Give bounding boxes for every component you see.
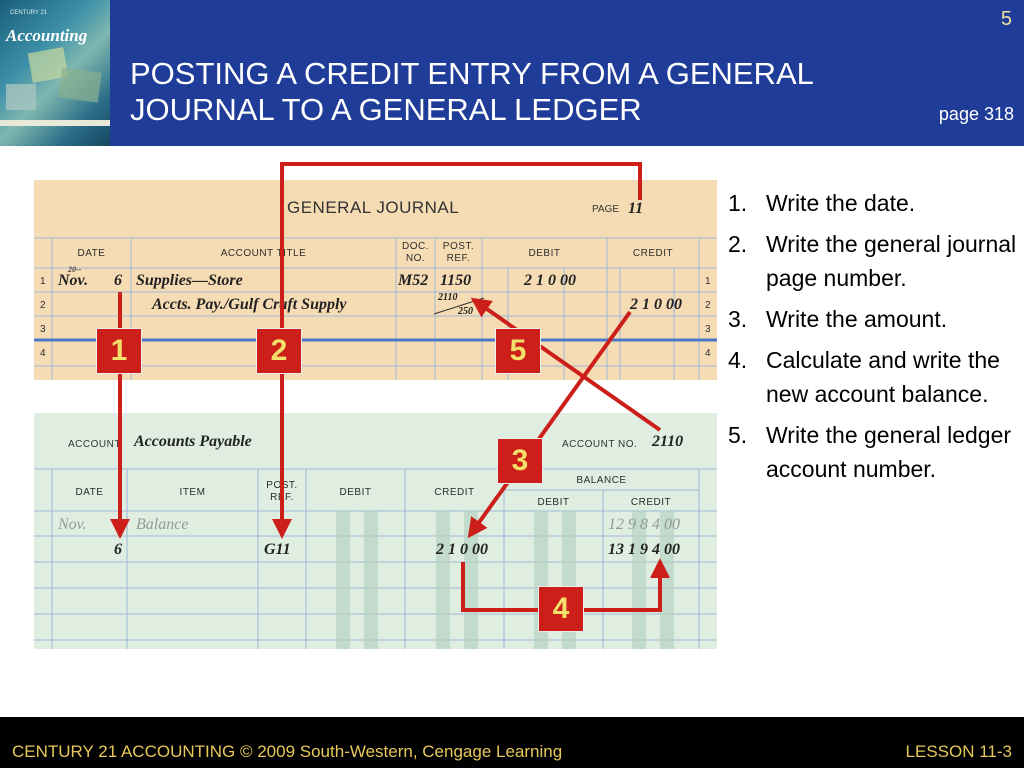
column-header-debit: DEBIT (528, 248, 561, 259)
slide-number: 5 (1000, 8, 1012, 30)
posting-steps-list: 1. Write the date. 2. Write the general jo… (728, 186, 1018, 493)
ledger-credit-amount: 2 1 0 00 (436, 541, 488, 558)
row-number: 4 (704, 348, 712, 359)
column-header-doc-no: DOC. NO. (402, 241, 429, 264)
ledger-column-header-post-ref: POST. REF. (266, 480, 298, 503)
step-text: Calculate and write the new account bala… (766, 347, 1000, 407)
footer-lesson: LESSON 11-3 (905, 742, 1012, 761)
ledger-account-no-label: ACCOUNT NO. (562, 439, 638, 450)
ledger-column-header-balance-credit: CREDIT (630, 497, 672, 508)
cover-graphic (0, 120, 110, 126)
step-number: 2. (728, 231, 748, 257)
journal-page-number: 11 (628, 200, 644, 217)
ledger-post-ref: G11 (264, 541, 291, 558)
row-number: 3 (39, 324, 47, 335)
slide-title-line-1: POSTING A CREDIT ENTRY FROM A GENERAL (130, 56, 814, 91)
callout-step-5: 5 (495, 328, 541, 374)
slide-title: POSTING A CREDIT ENTRY FROM A GENERAL JO… (130, 56, 890, 128)
row-number: 1 (39, 276, 47, 287)
journal-day: 6 (114, 272, 122, 289)
step-item: 5. Write the general ledger account numbe… (728, 418, 1018, 486)
ledger-column-header-date: DATE (75, 487, 104, 498)
step-number: 5. (728, 422, 748, 448)
ledger-column-header-credit: CREDIT (434, 487, 475, 498)
step-text: Write the date. (766, 190, 916, 216)
step-text: Write the general journal page number. (766, 231, 1017, 291)
journal-post-ref-dept: 250 (458, 306, 473, 317)
journal-post-ref: 1150 (440, 272, 472, 289)
ledger-balance-credit: 12 9 8 4 00 (608, 516, 680, 533)
cover-brand: Accounting (6, 26, 88, 45)
ledger-balance-credit: 13 1 9 4 00 (608, 541, 680, 558)
ledger-account-name: Accounts Payable (134, 433, 252, 450)
ledger-account-number: 2110 (652, 433, 684, 450)
ledger-month: Nov. (58, 516, 87, 533)
row-number: 4 (39, 348, 47, 359)
journal-page-label: PAGE (592, 204, 620, 215)
step-item: 4. Calculate and write the new account ba… (728, 343, 1018, 411)
cover-tag: CENTURY 21 (10, 10, 48, 16)
column-header-date: DATE (77, 248, 106, 259)
row-number: 2 (704, 300, 712, 311)
slide-header (0, 0, 1024, 146)
step-item: 2. Write the general journal page number. (728, 227, 1018, 295)
callout-step-1: 1 (96, 328, 142, 374)
column-header-account-title: ACCOUNT TITLE (220, 248, 307, 259)
ledger-column-header-item: ITEM (179, 487, 206, 498)
step-item: 3. Write the amount. (728, 302, 1018, 336)
textbook-cover-image: CENTURY 21 Accounting (0, 0, 110, 146)
page-reference: page 318 (938, 104, 1014, 124)
slide-footer (0, 717, 1024, 768)
journal-credit-amount: 2 1 0 00 (630, 296, 682, 313)
row-number: 1 (704, 276, 712, 287)
general-ledger-account-form: ACCOUNT Accounts Payable ACCOUNT NO. 211… (34, 413, 717, 649)
ledger-item: Balance (136, 516, 189, 533)
step-text: Write the amount. (766, 306, 948, 332)
callout-step-2: 2 (256, 328, 302, 374)
ledger-column-header-debit: DEBIT (339, 487, 372, 498)
journal-account-title: Supplies—Store (136, 272, 243, 289)
journal-account-title: Accts. Pay./Gulf Craft Supply (152, 296, 347, 313)
column-header-credit: CREDIT (632, 248, 674, 259)
ledger-day: 6 (114, 541, 122, 558)
callout-step-4: 4 (538, 586, 584, 632)
step-text: Write the general ledger account number. (766, 422, 1012, 482)
journal-title: GENERAL JOURNAL (287, 198, 460, 217)
row-number: 2 (39, 300, 47, 311)
cover-graphic (58, 67, 102, 103)
column-header-post-ref: POST. REF. (442, 241, 475, 264)
slide-title-line-2: JOURNAL TO A GENERAL LEDGER (130, 92, 642, 127)
journal-doc-no: M52 (398, 272, 429, 289)
step-number: 1. (728, 190, 748, 216)
callout-step-3: 3 (497, 438, 543, 484)
journal-debit-amount: 2 1 0 00 (524, 272, 576, 289)
footer-copyright: CENTURY 21 ACCOUNTING © 2009 South-Weste… (12, 742, 563, 761)
ledger-account-label: ACCOUNT (68, 439, 121, 450)
cover-graphic (6, 84, 36, 110)
step-item: 1. Write the date. (728, 186, 1018, 220)
step-number: 3. (728, 306, 748, 332)
ledger-column-header-balance-debit: DEBIT (537, 497, 570, 508)
step-number: 4. (728, 347, 748, 373)
journal-post-ref-account-no: 2110 (438, 292, 458, 303)
row-number: 3 (704, 324, 712, 335)
journal-year: 20-- (68, 265, 82, 274)
journal-month: Nov. (58, 272, 89, 289)
